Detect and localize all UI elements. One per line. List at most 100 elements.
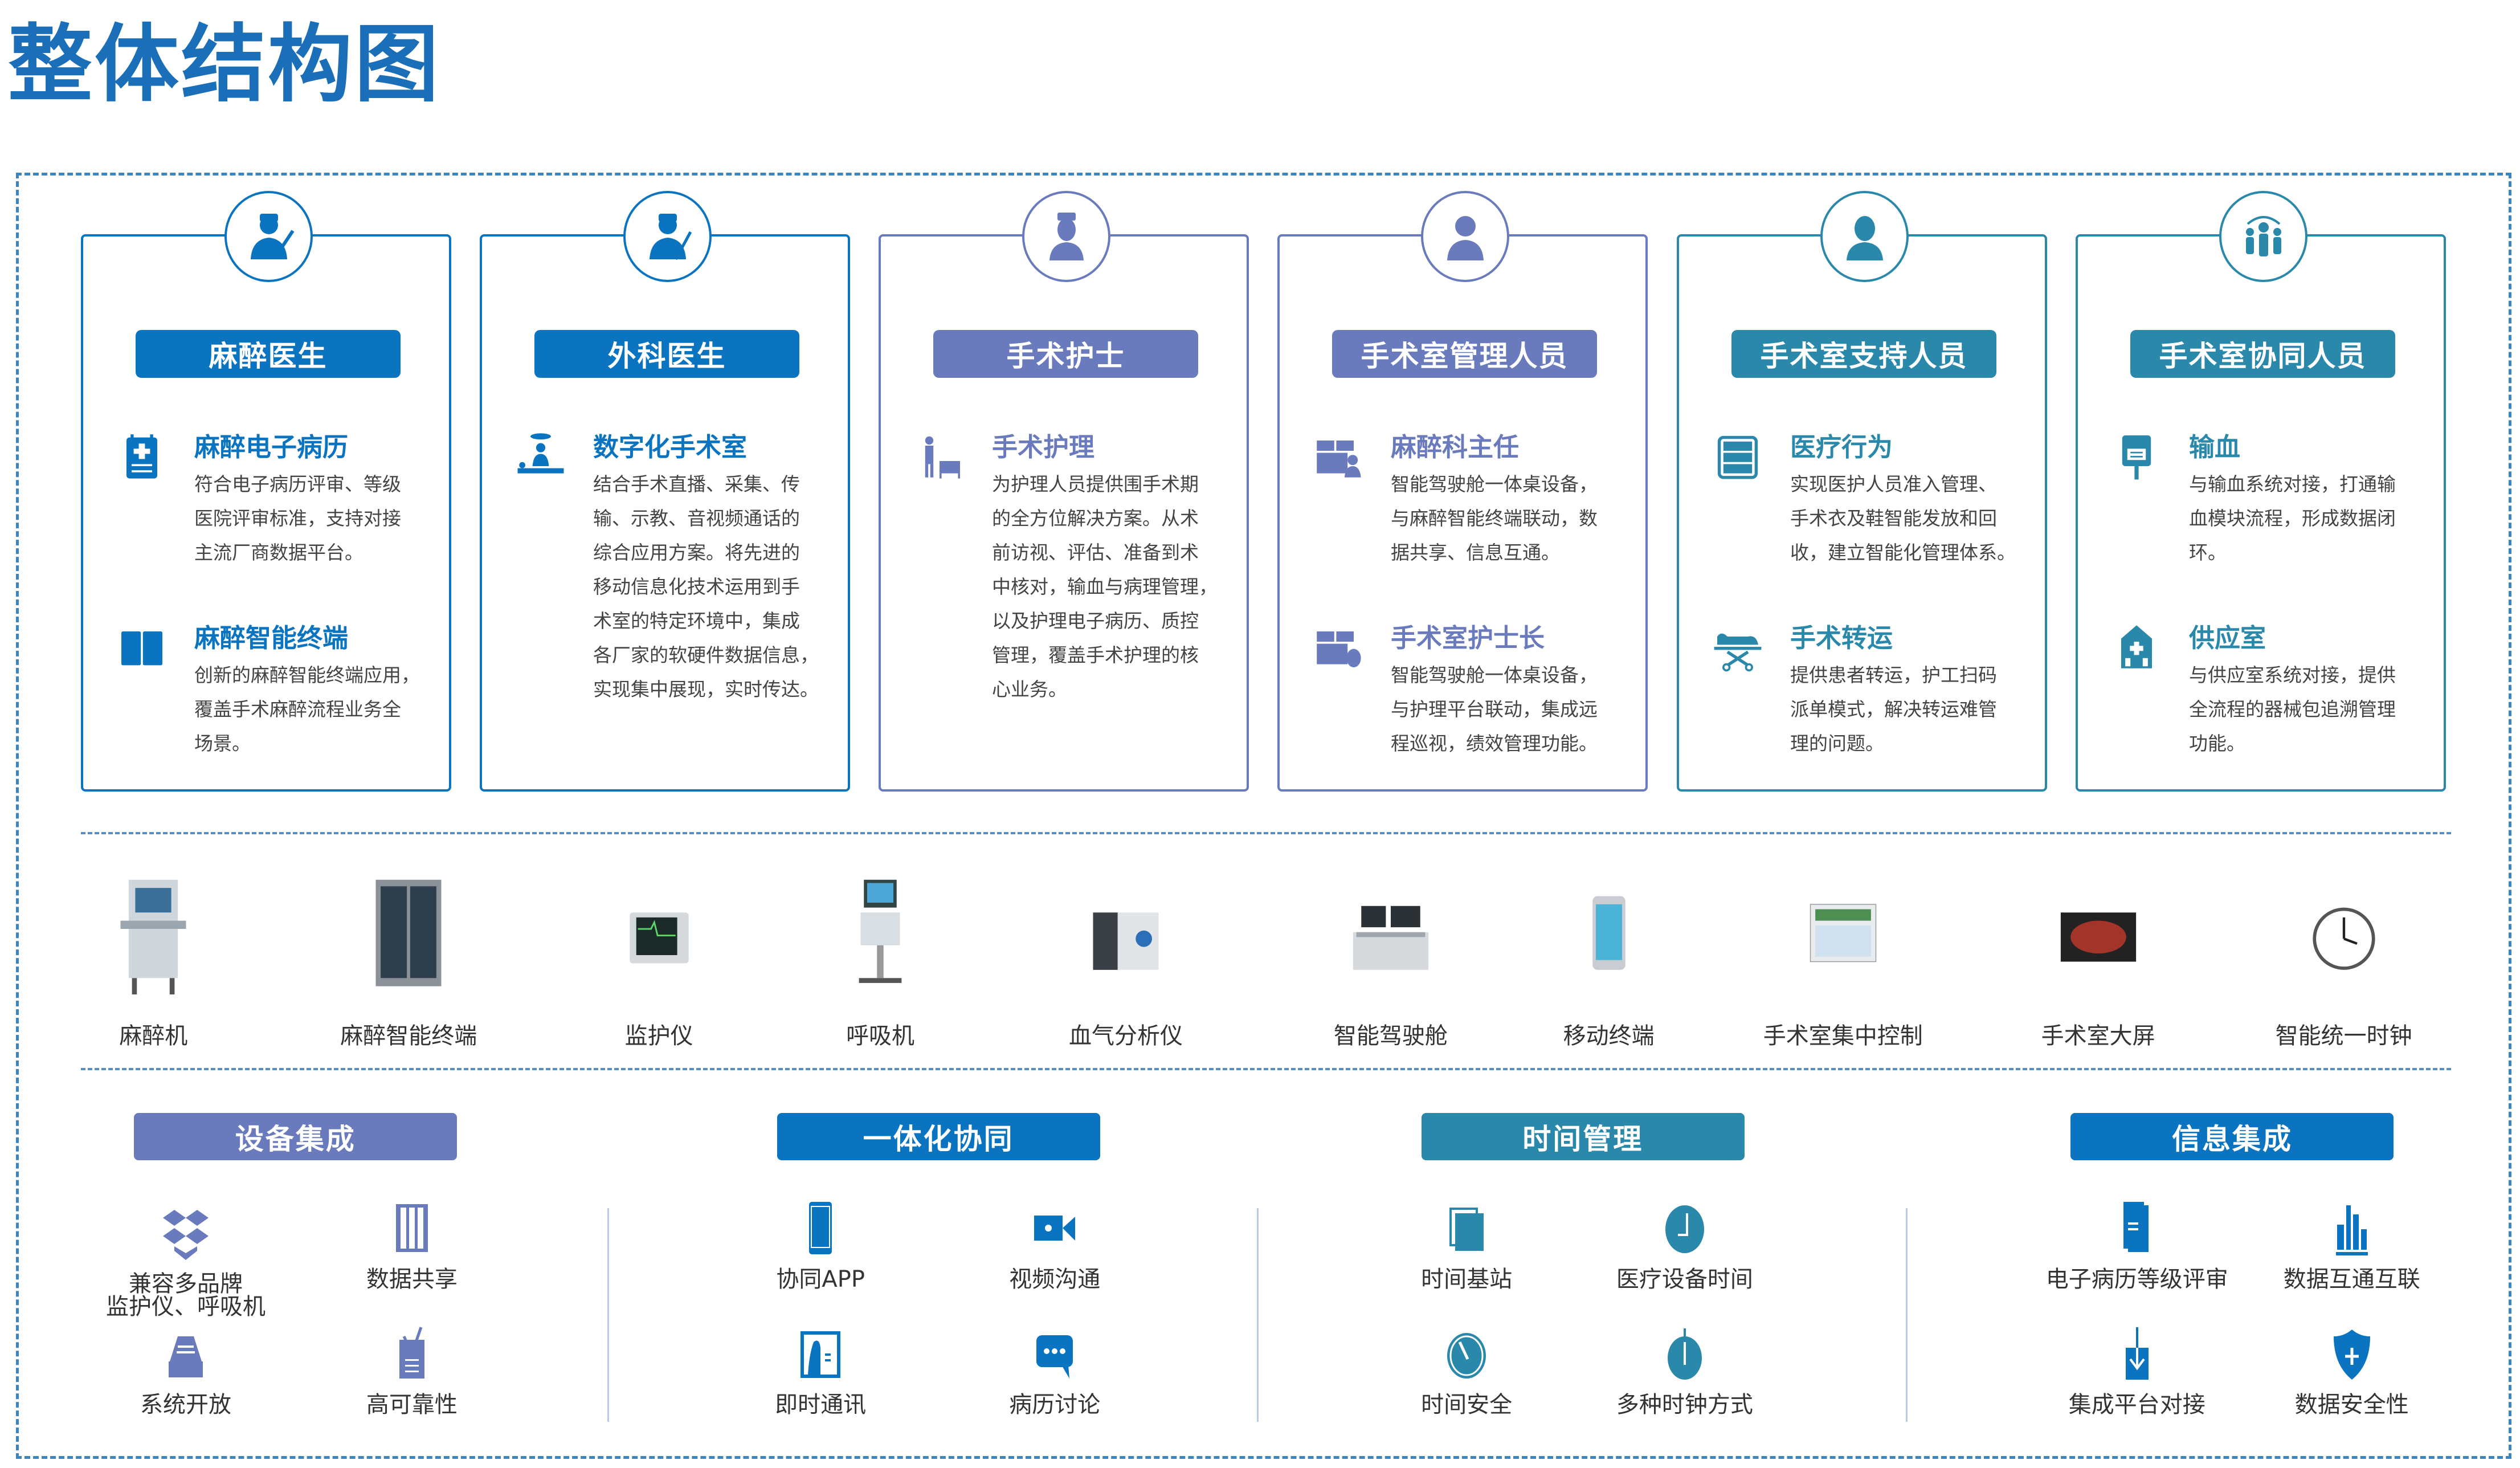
monitor-icon xyxy=(562,863,756,994)
feature-title: 手术转运 xyxy=(1790,623,1893,653)
feature-label-line: 电子病历等级评审 xyxy=(2045,1266,2228,1292)
feature-label: 系统开放 xyxy=(77,1392,294,1417)
feature-description: 结合手术直播、采集、传输、示教、音视频通话的综合应用方案。将先进的移动信息化技术… xyxy=(593,467,819,707)
role-label: 外科医生 xyxy=(534,330,799,378)
feature-item: 高可靠性 xyxy=(304,1319,520,1417)
head-nurse-desk-icon xyxy=(1313,618,1364,675)
device: 监护仪 xyxy=(562,863,756,1050)
feature-label-line: 多种时钟方式 xyxy=(1616,1392,1753,1418)
feature-item: 视频沟通 xyxy=(946,1194,1163,1292)
feature-item: 时间基站 xyxy=(1358,1194,1575,1292)
feature-description: 提供患者转运，护工扫码派单模式，解决转运难管理的问题。 xyxy=(1790,658,1997,761)
feature-description: 为护理人员提供围手术期的全方位解决方案。从术前访视、评估、准备到术中核对，输血与… xyxy=(992,467,1218,707)
description-line: 智能驾驶舱一体桌设备， xyxy=(1391,473,1598,495)
description-line: 血模块流程，形成数据闭 xyxy=(2189,507,2396,529)
device-label: 智能统一时钟 xyxy=(2275,1023,2412,1049)
feature-label: 数据互通互联 xyxy=(2244,1267,2460,1292)
description-line: 创新的麻醉智能终端应用， xyxy=(194,664,420,686)
feature-label: 视频沟通 xyxy=(946,1267,1163,1292)
device: 移动终端 xyxy=(1512,863,1706,1050)
feature-item: 电子病历等级评审 xyxy=(2029,1194,2245,1292)
device-label: 手术室大屏 xyxy=(2041,1023,2155,1049)
description-line: 程巡视，绩效管理功能。 xyxy=(1391,732,1598,755)
role-card: 手术室管理人员麻醉科主任智能驾驶舱一体桌设备，与麻醉智能终端联动，数据共享、信息… xyxy=(1277,191,1648,792)
feature-label-line: 高可靠性 xyxy=(366,1392,458,1418)
category-label: 信息集成 xyxy=(2070,1113,2394,1160)
description-line: 功能。 xyxy=(2189,732,2245,755)
feature-label: 数据安全性 xyxy=(2244,1392,2460,1417)
description-line: 综合应用方案。将先进的 xyxy=(593,541,800,564)
shield-icon xyxy=(2244,1319,2460,1382)
device-label: 血气分析仪 xyxy=(1068,1023,1183,1049)
device-label: 移动终端 xyxy=(1563,1023,1655,1049)
description-line: 与供应室系统对接，提供 xyxy=(2189,664,2396,686)
description-line: 管理，覆盖手术护理的核 xyxy=(992,644,1199,666)
description-line: 收，建立智能化管理体系。 xyxy=(1790,541,2016,564)
feature-label-line: 视频沟通 xyxy=(1009,1266,1101,1292)
description-line: 据共享、信息互通。 xyxy=(1391,541,1560,564)
feature-item: 多种时钟方式 xyxy=(1576,1319,1793,1417)
role-card: 手术室支持人员医疗行为实现医护人员准入管理、手术衣及鞋智能发放和回收，建立智能化… xyxy=(1677,191,2047,792)
description-line: 以及护理电子病历、质控 xyxy=(992,610,1199,632)
divider xyxy=(81,1068,2451,1070)
description-line: 理的问题。 xyxy=(1790,732,1884,755)
role-card: 手术护士手术护理为护理人员提供围手术期的全方位解决方案。从术前访视、评估、准备到… xyxy=(879,191,1249,792)
feature-item: 数据互通互联 xyxy=(2244,1194,2460,1292)
feature-title: 手术室护士长 xyxy=(1391,623,1545,653)
description-line: 与护理平台联动，集成远 xyxy=(1391,698,1598,720)
feature-label: 数据共享 xyxy=(304,1267,520,1292)
anesthesiologist-icon xyxy=(224,191,313,282)
feature-label-line: 兼容多品牌 xyxy=(129,1271,243,1297)
device-label: 智能驾驶舱 xyxy=(1333,1023,1448,1049)
feature-description: 智能驾驶舱一体桌设备， 与麻醉智能终端联动，数据共享、信息互通。 xyxy=(1391,467,1598,570)
device: 手术室大屏 xyxy=(2002,863,2195,1050)
smart-terminal-icon xyxy=(312,863,505,994)
description-line: 医院评审标准，支持对接 xyxy=(194,507,401,529)
feature-label: 电子病历等级评审 xyxy=(2029,1267,2245,1292)
download-icon xyxy=(2029,1319,2245,1382)
feature-title: 供应室 xyxy=(2189,623,2266,653)
terminal-icon xyxy=(116,618,168,675)
stopwatch-icon xyxy=(1576,1319,1793,1382)
description-line: 结合手术直播、采集、传 xyxy=(593,473,800,495)
feature-label: 多种时钟方式 xyxy=(1576,1392,1793,1417)
clock-icon xyxy=(1576,1194,1793,1257)
device: 麻醉机 xyxy=(56,863,250,1050)
description-line: 环。 xyxy=(2189,541,2227,564)
device: 智能驾驶舱 xyxy=(1294,863,1488,1050)
feature-title: 手术护理 xyxy=(992,432,1095,462)
feature-item: 数据安全性 xyxy=(2244,1319,2460,1417)
feature-item: 数据共享 xyxy=(304,1194,520,1292)
mobile-terminal-icon xyxy=(1512,863,1706,994)
description-line: 与麻醉智能终端联动，数 xyxy=(1391,507,1598,529)
wall-clock-icon xyxy=(2247,863,2441,994)
feature-label: 时间基站 xyxy=(1358,1267,1575,1292)
description-line: 的全方位解决方案。从术 xyxy=(992,507,1199,529)
description-line: 移动信息化技术运用到手 xyxy=(593,576,800,598)
description-line: 术室的特定环境中，集成 xyxy=(593,610,800,632)
outer-frame xyxy=(16,173,2511,1459)
role-label: 麻醉医生 xyxy=(136,330,401,378)
feature-item: 兼容多品牌监护仪、呼吸机 xyxy=(77,1200,294,1318)
feature-label-line: 时间基站 xyxy=(1421,1266,1513,1292)
cockpit-desk-icon xyxy=(1294,863,1488,994)
feature-description: 符合电子病历评审、等级医院评审标准，支持对接主流厂商数据平台。 xyxy=(194,467,401,570)
description-line: 中核对，输血与病理管理， xyxy=(992,576,1218,598)
secure-clock-icon xyxy=(1358,1319,1575,1382)
divider xyxy=(607,1208,609,1422)
feature-title: 麻醉智能终端 xyxy=(194,623,349,653)
feature-description: 与输血系统对接，打通输血模块流程，形成数据闭环。 xyxy=(2189,467,2396,570)
role-card: 手术室协同人员输血与输血系统对接，打通输血模块流程，形成数据闭环。供应室与供应室… xyxy=(2076,191,2446,792)
description-line: 覆盖手术麻醉流程业务全 xyxy=(194,698,401,720)
contact-card-icon xyxy=(712,1319,929,1382)
feature-label-line: 时间安全 xyxy=(1421,1392,1513,1418)
feature-label: 集成平台对接 xyxy=(2029,1392,2245,1417)
feature-label-line: 即时通讯 xyxy=(775,1392,867,1418)
feature-label: 时间安全 xyxy=(1358,1392,1575,1417)
feature-label-line: 协同APP xyxy=(776,1266,865,1292)
device: 麻醉智能终端 xyxy=(312,863,505,1050)
chat-bubble-icon xyxy=(946,1319,1163,1382)
feature-label-line: 医疗设备时间 xyxy=(1616,1266,1753,1292)
description-line: 主流厂商数据平台。 xyxy=(194,541,363,564)
description-line: 符合电子病历评审、等级 xyxy=(194,473,401,495)
